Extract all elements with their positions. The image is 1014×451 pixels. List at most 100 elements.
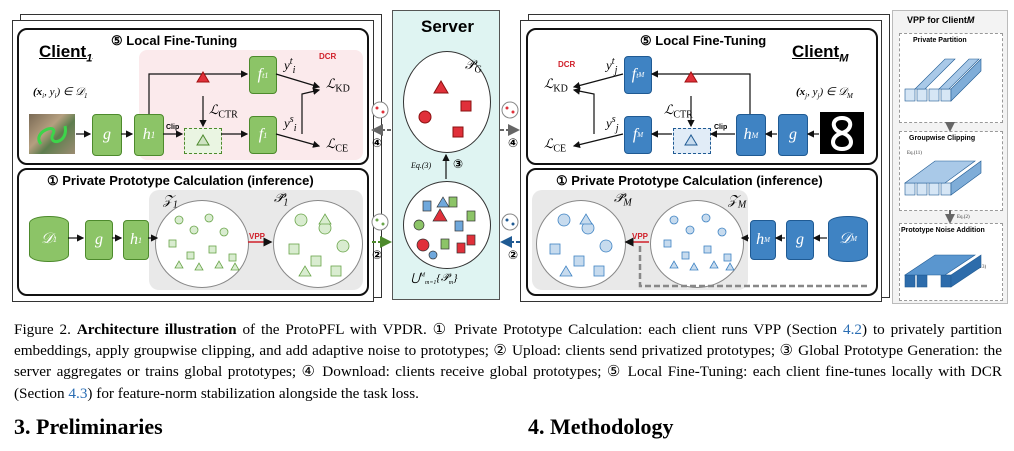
- clientM-name-text: Client: [792, 42, 840, 61]
- clientM-finetune-panel: ⑤ Local Fine-Tuning ClientM (xj, yj) ∈ 𝒟…: [526, 28, 878, 165]
- clientM-z-label: 𝒵M: [728, 192, 746, 211]
- vpp-clipping-label: Groupwise Clipping: [909, 135, 976, 142]
- client1-yt-sup: t: [289, 56, 293, 67]
- clientM-f-top-sub: M: [638, 71, 645, 79]
- client1-loss-kd: ℒKD: [326, 76, 350, 95]
- clientM-lctr-sub: CTR: [673, 109, 693, 121]
- server-step3: ③: [453, 157, 464, 171]
- server-pg-label: 𝒫G: [465, 57, 482, 76]
- client1-z-sym: 𝒵: [163, 192, 173, 207]
- clientM-lkd-sym: ℒ: [544, 76, 554, 91]
- clientM-yt-y: y: [606, 57, 612, 73]
- client1-z-sub: 1: [172, 199, 178, 211]
- clientM-lkd-sub: KD: [553, 83, 568, 95]
- clientM-yt-sup: t: [611, 56, 615, 67]
- clientM-input-image: [820, 112, 864, 154]
- caption-bold: Architecture illustration: [76, 321, 237, 338]
- clientM-h-label: h: [743, 126, 752, 143]
- caption-ref-section-4-3[interactable]: 4.3: [68, 384, 88, 402]
- client1-finetune-title: ⑤ Local Fine-Tuning: [111, 33, 238, 48]
- clientM-vpp-label: VPP: [632, 232, 649, 241]
- caption-text2: ) to privately partition embeddings, app…: [14, 321, 1002, 402]
- client1-data-sub2: i: [54, 92, 57, 101]
- client1-z-label: 𝒵1: [163, 192, 178, 211]
- section-heading-methodology: 4. Methodology: [528, 414, 674, 439]
- clientM-clip-label: Clip: [714, 124, 728, 131]
- section-heading-preliminaries: 3. Preliminaries: [14, 414, 163, 439]
- client1-vpp-label: VPP: [249, 232, 266, 241]
- clientM-data-x: (x: [796, 86, 806, 98]
- client1-data-label: (xi, yi) ∈ 𝒟1: [33, 85, 88, 100]
- vpp-title-sub: M: [966, 15, 975, 25]
- client1-db-sub: 1: [52, 234, 57, 244]
- caption-text3: ) for feature-norm stabilization alongsi…: [87, 384, 419, 402]
- client1-proto-g: g: [85, 220, 113, 260]
- client1-yt-y: y: [284, 57, 290, 73]
- architecture-figure: ⑤ Local Fine-Tuning Client1 (xi, yi) ∈ 𝒟…: [12, 10, 1008, 304]
- server-union-close: }: [453, 272, 458, 284]
- server-panel: Server 𝒫G Eq.(3) ③ ⋃Mm=1{𝒫̃m}: [392, 10, 500, 300]
- client1-name-text: Client: [39, 42, 87, 61]
- figure-caption: Figure 2. Architecture illustration of t…: [14, 319, 1002, 404]
- client1-data-x: (x: [33, 86, 43, 98]
- client1-ys-y: y: [284, 115, 290, 131]
- client1-h-label: h: [142, 126, 151, 143]
- caption-ref-section-4-2[interactable]: 4.2: [843, 321, 863, 338]
- clientM-f-bot-label: f: [632, 126, 638, 143]
- clientM-loss-ctr: ℒCTR: [664, 102, 693, 121]
- clientM-proto-h-label: h: [756, 231, 765, 248]
- clientM-proto-title: ① Private Prototype Calculation (inferen…: [556, 173, 823, 188]
- vpp-noise-label: Prototype Noise Addition: [901, 227, 985, 234]
- client1-p-sub: 1: [283, 197, 289, 209]
- client1-f-bot-sub: 1: [263, 130, 268, 140]
- clientM-encoder-g: g: [778, 114, 808, 156]
- client1-h-sub: 1: [150, 130, 156, 140]
- clientM-data-sub2: j: [817, 92, 820, 101]
- client1-data-sub: i: [42, 92, 45, 101]
- client1-encoder-g: g: [92, 114, 122, 156]
- client1-ys-sub: i: [293, 122, 297, 134]
- client1-proto-arrows: [68, 213, 350, 277]
- clientM-data-label: (xj, yj) ∈ 𝒟M: [796, 85, 853, 100]
- server-global-prototypes: [403, 51, 491, 153]
- clientM-lctr-sym: ℒ: [664, 102, 674, 117]
- client1-name-sub: 1: [86, 52, 93, 65]
- client1-finetune-panel: ⑤ Local Fine-Tuning Client1 (xi, yi) ∈ 𝒟…: [17, 28, 369, 165]
- client1-proto-panel: ① Private Prototype Calculation (inferen…: [17, 168, 369, 296]
- client1-proto-title: ① Private Prototype Calculation (inferen…: [47, 173, 314, 188]
- clientM-finetune-title: ⑤ Local Fine-Tuning: [640, 33, 767, 48]
- clientM-dcr-label: DCR: [558, 60, 576, 69]
- clientM-data-set-sub: M: [847, 92, 853, 101]
- clientM-yt-sub: j: [614, 64, 618, 76]
- vpp-eq11: Eq.(11): [907, 151, 922, 156]
- server-union-label: ⋃Mm=1{𝒫̃m}: [411, 271, 458, 286]
- client1-yt-sub: i: [292, 64, 296, 76]
- client1-ys: ysi: [284, 114, 296, 134]
- clientM-loss-ce: ℒCE: [544, 136, 566, 155]
- client1-yt: yti: [284, 56, 295, 76]
- client1-p-label: 𝒫̃1: [274, 190, 288, 209]
- server-shapes: [413, 80, 476, 260]
- client1-step2: ②: [372, 248, 383, 262]
- server-uploaded-prototypes: [403, 181, 491, 269]
- clientM-db-sub: M: [851, 235, 857, 243]
- clientM-p-sym: 𝒫̃: [614, 190, 624, 205]
- client1-step4: ④: [372, 136, 383, 150]
- client1-loss-ce: ℒCE: [326, 136, 348, 155]
- clientM-h-sub: M: [751, 130, 759, 140]
- client1-proto-h-sub: 1: [138, 235, 142, 245]
- clientM-ys-sup: s: [611, 114, 616, 125]
- client1-lce-sub: CE: [335, 143, 349, 155]
- client1-lkd-sym: ℒ: [326, 76, 336, 91]
- client1-ys-sup: s: [289, 114, 294, 125]
- client1-lce-sym: ℒ: [326, 136, 336, 151]
- clientM-f-top-label: f: [631, 66, 637, 83]
- vpp-title: VPP for ClientM: [907, 15, 974, 25]
